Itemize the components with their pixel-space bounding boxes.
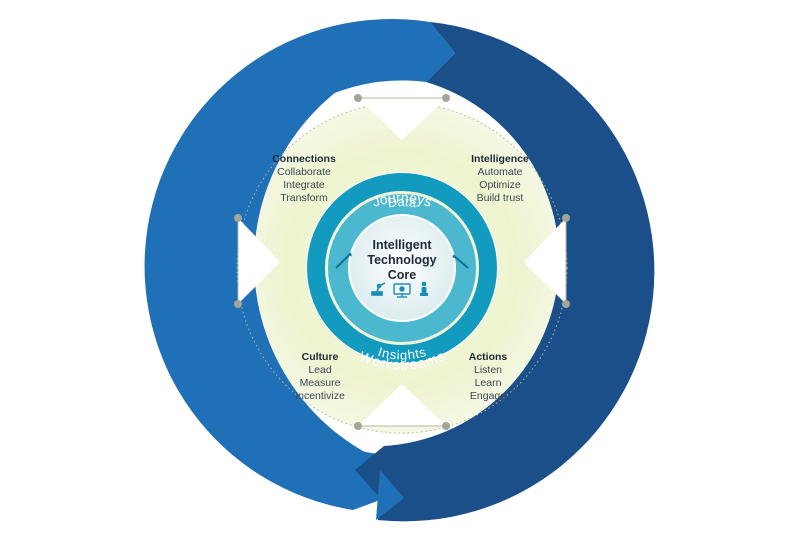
notch-right [524,214,570,308]
connections-item: Collaborate [277,166,331,178]
notch-bottom [354,384,450,430]
core-title-line: Technology [367,253,436,267]
actions-item: Learn [475,377,502,389]
data-insights-ring [328,194,476,342]
intelligence-item: Optimize [479,179,521,191]
culture-title: Culture [302,351,339,363]
quadrant-culture: Culture Lead Measure Incentivize [295,351,345,402]
quadrant-connections: Connections Collaborate Integrate Transf… [272,153,336,204]
actions-item: Listen [474,364,502,376]
left-outer-arrow [202,47,432,500]
notch-left [234,214,280,308]
quadrant-intelligence: Intelligence Automate Optimize Build tru… [471,153,529,204]
notch-top [354,94,450,140]
intelligence-title: Intelligence [471,153,529,165]
data-label: Data [387,194,419,211]
monitor-icon [393,283,411,298]
person-icon [420,281,428,296]
culture-item: Measure [300,377,341,389]
quadrant-actions: Actions Listen Learn Engage [469,351,508,402]
right-arrow-band [355,22,655,522]
left-arrow-tip [376,470,404,520]
core-title-line: Core [388,268,417,282]
connections-item: Transform [280,192,328,204]
journeys-workstreams-ring [307,173,497,363]
actions-title: Actions [469,351,508,363]
left-arrow-band [144,18,455,511]
robot-arm-icon [371,282,386,296]
culture-item: Lead [308,364,332,376]
connections-title: Connections [272,153,336,165]
connections-item: Integrate [283,179,325,191]
core-title-line: Intelligent [372,238,432,252]
actions-item: Engage [470,390,506,402]
dotted-guide-ring [236,102,568,434]
intelligence-item: Build trust [477,192,524,204]
culture-item: Incentivize [295,390,345,402]
intelligence-item: Automate [478,166,523,178]
